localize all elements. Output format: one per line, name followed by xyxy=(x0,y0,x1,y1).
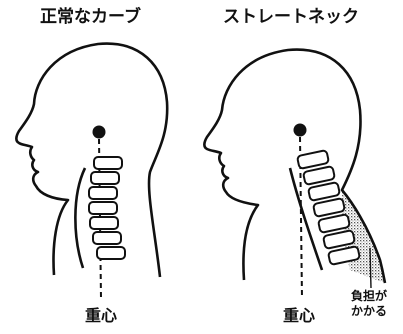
right-vertebra-3 xyxy=(308,182,340,201)
left-head-outline xyxy=(16,44,167,277)
left-vertebra-stack xyxy=(89,157,125,259)
right-title: ストレートネック xyxy=(223,9,359,26)
left-vertebra-3 xyxy=(89,187,117,199)
left-vertebra-1 xyxy=(94,157,122,169)
right-head-figure xyxy=(204,50,385,299)
right-vertebra-4 xyxy=(313,198,345,217)
left-vertebra-2 xyxy=(91,172,119,184)
left-title: 正常なカーブ xyxy=(40,9,141,26)
left-vertebra-4 xyxy=(89,202,117,214)
left-head-figure xyxy=(16,44,167,299)
left-center-of-gravity-dot xyxy=(93,126,106,139)
left-vertebra-6 xyxy=(93,232,121,244)
left-throat-line xyxy=(75,168,85,268)
burden-label: 負担が かかる xyxy=(351,289,387,319)
right-center-of-gravity-dot xyxy=(294,124,307,137)
burden-label-line-1: 負担が xyxy=(351,289,387,304)
left-vertebra-5 xyxy=(90,217,118,229)
right-center-of-gravity-label: 重心 xyxy=(283,308,315,324)
right-burden-pointer-line xyxy=(370,248,371,288)
right-vertebra-2 xyxy=(303,166,335,185)
right-vertebra-1 xyxy=(297,150,329,169)
burden-label-line-2: かかる xyxy=(351,304,387,319)
left-vertebra-7 xyxy=(97,247,125,259)
left-center-of-gravity-label: 重心 xyxy=(85,308,117,324)
